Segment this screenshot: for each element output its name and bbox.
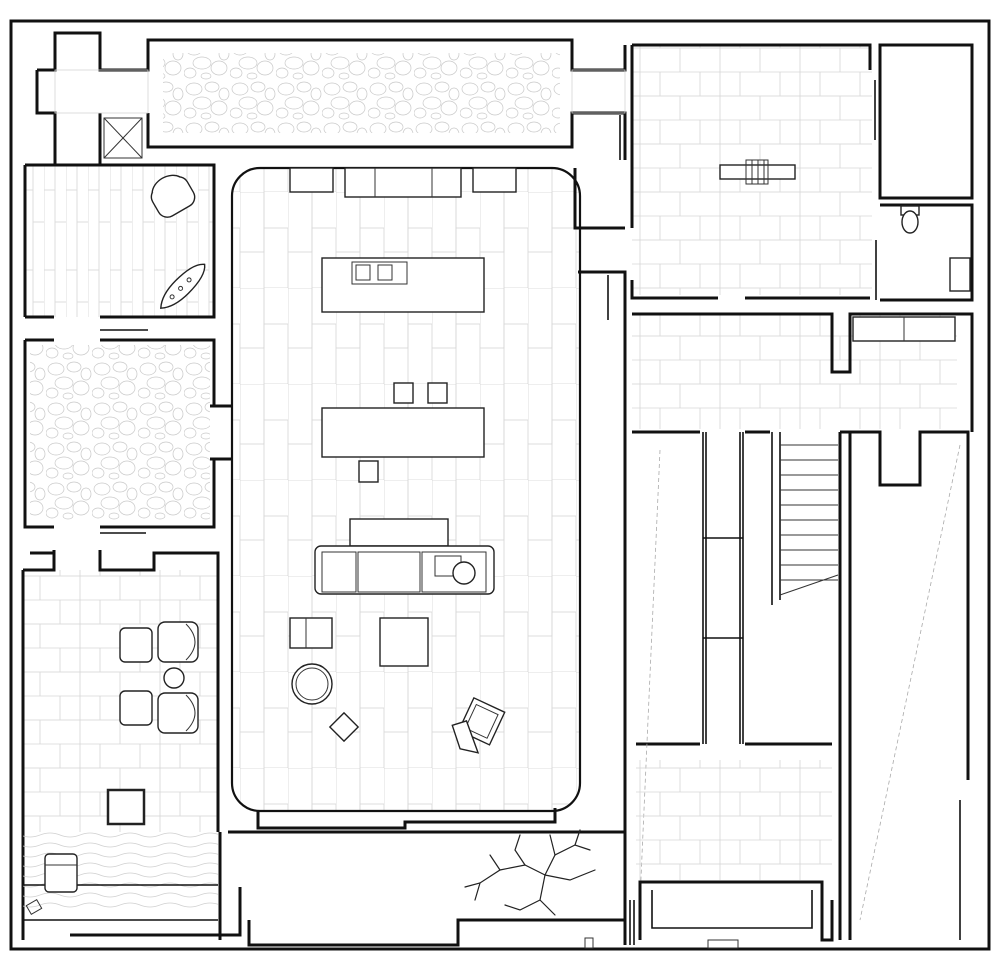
- chaise-icon: [160, 263, 206, 309]
- dining-table-icon: [321, 407, 485, 458]
- square-ottoman: [106, 788, 146, 826]
- closet: [874, 43, 974, 200]
- skylight-shaft: [103, 117, 143, 159]
- sofa-icon: [314, 545, 495, 595]
- kitchen-casework: [289, 167, 517, 198]
- side-pebble-courtyard: [23, 338, 232, 534]
- round-table-icon: [163, 667, 185, 689]
- stool-icon: [393, 382, 414, 404]
- shower-tray: [949, 257, 971, 292]
- stair-icon: [771, 432, 839, 605]
- site-boundary: [9, 19, 991, 951]
- rear-garden: [228, 829, 627, 947]
- console-table: [349, 518, 449, 547]
- round-table-icon: [291, 663, 333, 705]
- stair-hall: [584, 430, 970, 949]
- kitchen-island-icon: [321, 257, 485, 313]
- hall: [632, 312, 974, 432]
- armchair-icon: [44, 853, 78, 893]
- bathroom: [875, 203, 974, 302]
- stool-icon: [358, 460, 379, 483]
- armchair-icon: [119, 621, 199, 734]
- tree-icon: [464, 829, 596, 916]
- toilet-icon: [900, 205, 920, 234]
- stool-icon: [427, 382, 448, 404]
- dining-table-icon: [719, 159, 796, 185]
- drain: [707, 939, 739, 949]
- armchair-icon: [451, 696, 506, 754]
- armchair-icon: [150, 174, 196, 218]
- bench-icon: [289, 617, 333, 649]
- great-room: [230, 166, 582, 813]
- sitting-room: [21, 550, 242, 940]
- coffee-table: [379, 617, 429, 667]
- reading-nook: [23, 163, 216, 331]
- front-entry-courtyard: [35, 31, 627, 165]
- side-table: [328, 711, 360, 743]
- dining-room: [619, 43, 872, 300]
